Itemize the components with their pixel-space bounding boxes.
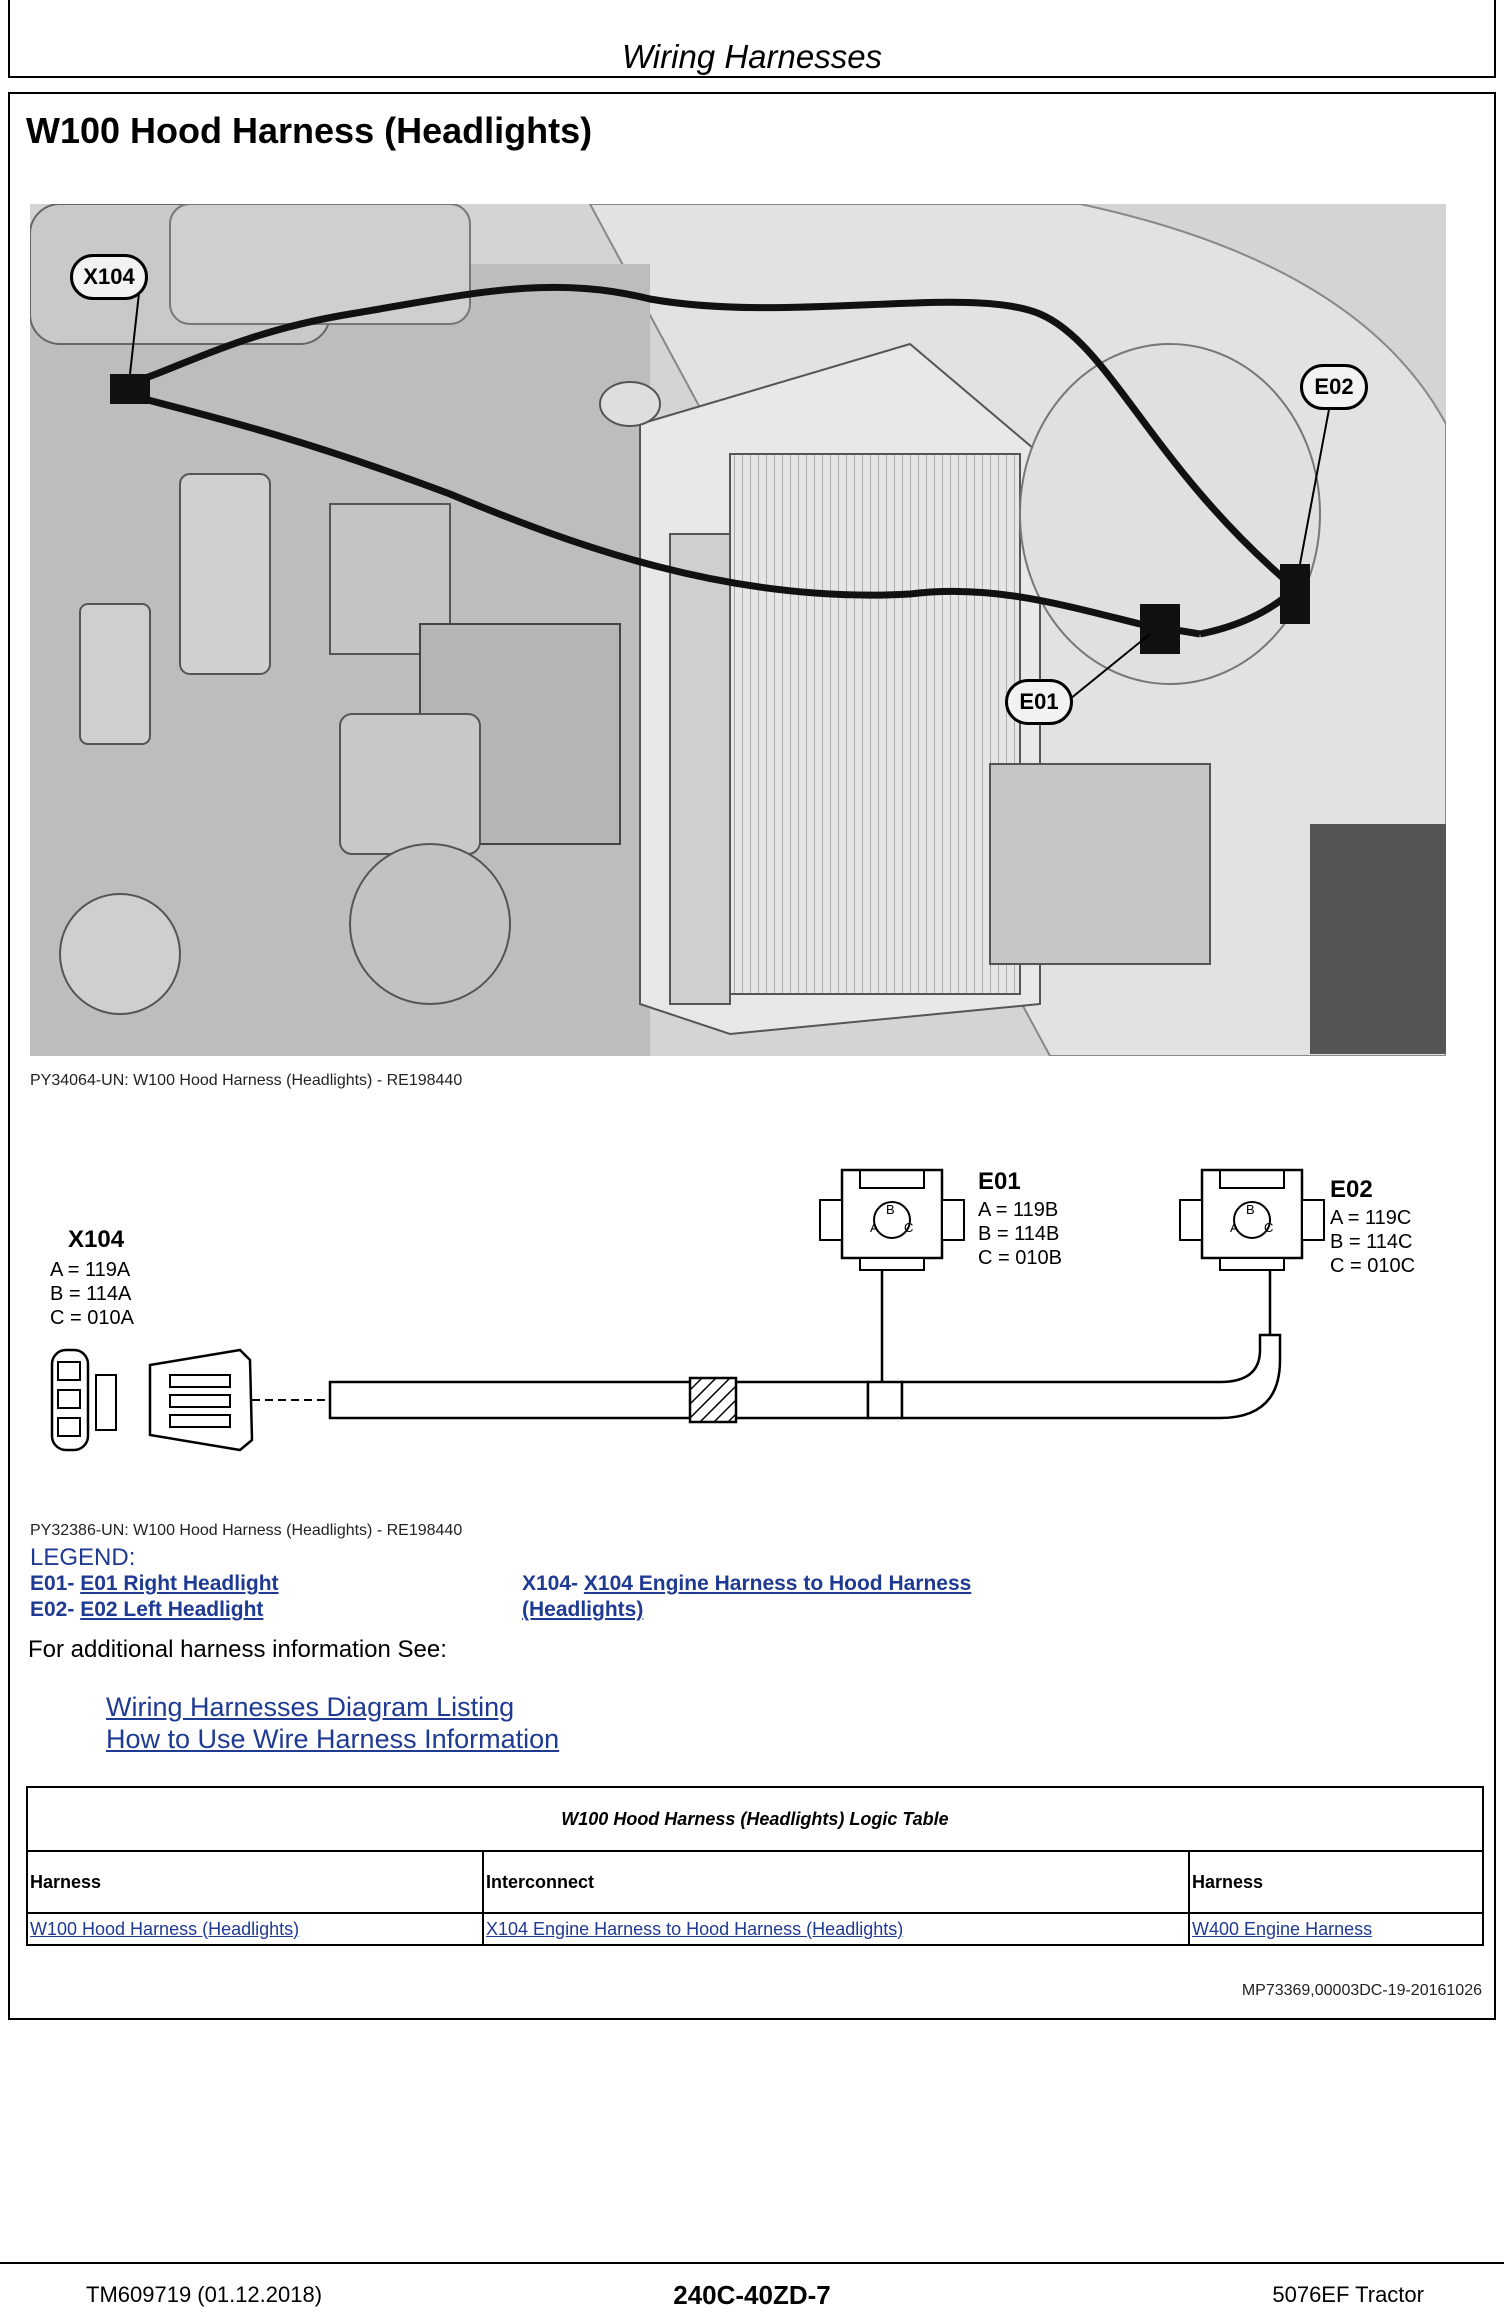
- schematic-drawing: A B C A B C: [50, 1168, 1325, 1452]
- e01-pin-a: A = 119B: [978, 1199, 1059, 1221]
- logic-table-header: Harness Interconnect Harness: [26, 1850, 1484, 1914]
- callout-e02: E02: [1300, 364, 1368, 410]
- e02-pin-b: B = 114C: [1330, 1231, 1413, 1253]
- reference-code: MP73369,00003DC-19-20161026: [1241, 1982, 1482, 1999]
- svg-text:C: C: [1264, 1220, 1273, 1235]
- logic-table: W100 Hood Harness (Headlights) Logic Tab…: [26, 1786, 1484, 1946]
- header-harness-2: Harness: [1188, 1850, 1484, 1914]
- link-x104-interconnect[interactable]: X104 Engine Harness to Hood Harness (Hea…: [486, 1918, 904, 1939]
- x104-pins: A = 119A B = 114A C = 010A: [50, 1258, 134, 1330]
- svg-text:A: A: [1230, 1220, 1239, 1235]
- harness-schematic: A B C A B C X104 A = 119A B = 114A C = 0…: [30, 1150, 1470, 1520]
- callout-x104: X104: [70, 254, 148, 300]
- footer-page-number: 240C-40ZD-7: [673, 2280, 831, 2310]
- cell-harness-2: W400 Engine Harness: [1188, 1912, 1484, 1946]
- header-frame: [8, 0, 1496, 78]
- link-e02-left-headlight[interactable]: E02 Left Headlight: [80, 1598, 264, 1621]
- table-row: W100 Hood Harness (Headlights) X104 Engi…: [26, 1912, 1484, 1946]
- x104-pin-c: C = 010A: [50, 1307, 134, 1329]
- legend-item-x104: X104- X104 Engine Harness to Hood Harnes…: [522, 1572, 971, 1622]
- page-title: W100 Hood Harness (Headlights): [26, 110, 593, 151]
- x104-pin-b: B = 114A: [50, 1283, 132, 1305]
- photo-caption: PY34064-UN: W100 Hood Harness (Headlight…: [30, 1072, 463, 1089]
- header-harness: Harness: [26, 1850, 484, 1914]
- cell-harness: W100 Hood Harness (Headlights): [26, 1912, 484, 1946]
- header-interconnect: Interconnect: [482, 1850, 1190, 1914]
- svg-text:C: C: [904, 1220, 913, 1235]
- e02-pin-a: A = 119C: [1330, 1207, 1412, 1229]
- footer-model: 5076EF Tractor: [1272, 2282, 1424, 2307]
- svg-text:B: B: [1246, 1202, 1255, 1217]
- content-frame: [8, 92, 1496, 2020]
- link-e01-right-headlight[interactable]: E01 Right Headlight: [80, 1572, 279, 1595]
- link-how-to-use-wire-harness-information[interactable]: How to Use Wire Harness Information: [106, 1724, 560, 1754]
- e02-pin-c: C = 010C: [1330, 1255, 1416, 1277]
- footer-divider: [0, 2262, 1504, 2264]
- legend-item-e01: E01- E01 Right Headlight: [30, 1572, 279, 1596]
- logic-table-title: W100 Hood Harness (Headlights) Logic Tab…: [26, 1786, 1484, 1852]
- e01-pin-b: B = 114B: [978, 1223, 1060, 1245]
- e01-pins: A = 119B B = 114B C = 010B: [978, 1198, 1062, 1270]
- x104-label: X104: [68, 1226, 125, 1253]
- section-title: Wiring Harnesses: [621, 38, 883, 75]
- link-wiring-harnesses-diagram-listing[interactable]: Wiring Harnesses Diagram Listing: [106, 1692, 515, 1722]
- legend-code-x104: X104-: [522, 1572, 579, 1595]
- svg-text:B: B: [886, 1202, 895, 1217]
- e01-label: E01: [978, 1168, 1021, 1195]
- svg-text:A: A: [870, 1220, 879, 1235]
- e02-pins: A = 119C B = 114C C = 010C: [1330, 1206, 1415, 1278]
- link-x104-engine-harness[interactable]: X104 Engine Harness to Hood Harness: [583, 1572, 972, 1595]
- legend-item-e02: E02- E02 Left Headlight: [30, 1598, 263, 1622]
- e02-label: E02: [1330, 1176, 1373, 1203]
- link-w100-hood-harness[interactable]: W100 Hood Harness (Headlights): [30, 1918, 300, 1939]
- link-x104-engine-harness-cont[interactable]: (Headlights): [522, 1598, 644, 1621]
- link-w400-engine-harness[interactable]: W400 Engine Harness: [1192, 1918, 1373, 1939]
- callout-e01: E01: [1005, 679, 1073, 725]
- engine-bay-illustration: [30, 204, 1446, 1056]
- see-also-intro: For additional harness information See:: [28, 1636, 447, 1663]
- x104-pin-a: A = 119A: [50, 1259, 131, 1281]
- schematic-caption: PY32386-UN: W100 Hood Harness (Headlight…: [30, 1522, 463, 1539]
- footer-manual-id: TM609719 (01.12.2018): [86, 2282, 323, 2307]
- legend-code-e02: E02-: [30, 1598, 75, 1621]
- legend-title: LEGEND:: [30, 1544, 136, 1571]
- harness-photo: X104 E02 E01: [30, 204, 1446, 1056]
- cell-interconnect: X104 Engine Harness to Hood Harness (Hea…: [482, 1912, 1190, 1946]
- e01-pin-c: C = 010B: [978, 1247, 1062, 1269]
- legend-code-e01: E01-: [30, 1572, 75, 1595]
